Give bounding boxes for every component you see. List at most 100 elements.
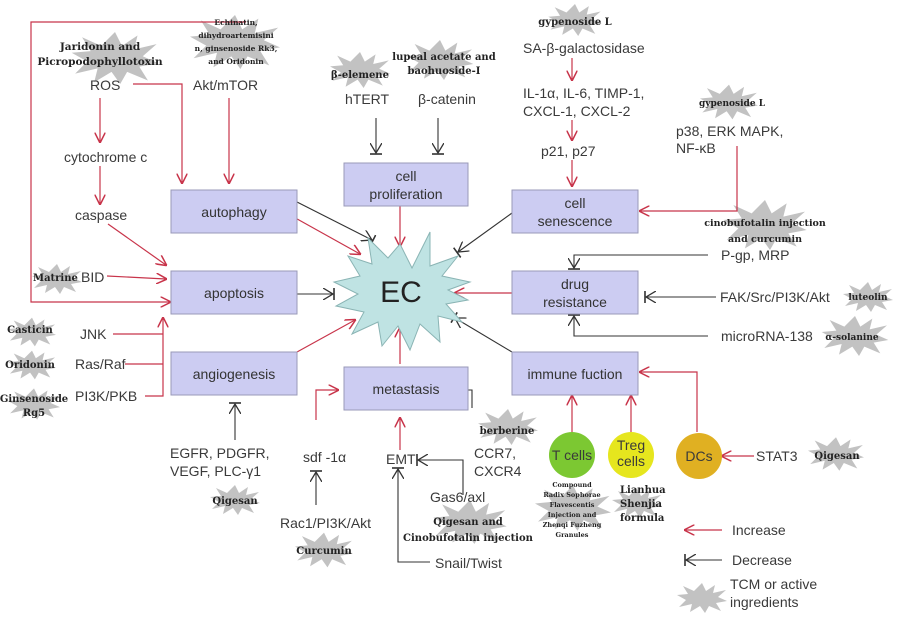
t-cells-label: T cells: [552, 447, 592, 463]
box-cell-proliferation[interactable]: cell proliferation: [343, 162, 469, 207]
mol-cytochrome-c: cytochrome c: [64, 149, 147, 165]
mol-sdf: sdf -1α: [303, 449, 346, 465]
edge-ros-autophagy: [133, 83, 182, 183]
edge-immune-ec: [455, 318, 513, 353]
tcm-alpha-solanine: α-solanine: [825, 333, 878, 343]
mol-pi3k-pkb: PI3K/PKB: [75, 388, 137, 404]
tcm-compound-line5: Zhenqi Fuzheng: [543, 521, 602, 529]
mol-ras-raf: Ras/Raf: [75, 356, 126, 372]
mol-ccr7-line2: CXCR4: [474, 463, 522, 479]
edge-p38-senescence: [640, 146, 738, 211]
node-treg-cells[interactable]: Treg cells: [608, 432, 654, 478]
tcm-lianhua-line3: formula: [620, 513, 665, 524]
mol-akt-mtor: Akt/mTOR: [193, 77, 258, 93]
mol-ccr7-line1: CCR7,: [474, 445, 516, 461]
edge-snail-emt: [398, 469, 430, 563]
tcm-compound-line3: Flavescentis: [550, 501, 595, 509]
edge-pi3k-apoptosis: [145, 318, 163, 397]
mol-gas6-axl: Gas6/axl: [430, 489, 485, 505]
tcm-qigesan-egfr: Qigesan: [212, 496, 258, 507]
mol-emt: EMT: [386, 451, 416, 467]
tcm-echinatin-line1: Echinatin,: [214, 18, 257, 27]
mol-il-line2: CXCL-1, CXCL-2: [523, 103, 631, 119]
mol-caspase: caspase: [75, 207, 127, 223]
mol-p21-p27: p21, p27: [541, 143, 596, 159]
mol-microrna: microRNA-138: [721, 328, 813, 344]
treg-label-line1: Treg: [617, 437, 645, 453]
ec-label: EC: [380, 276, 422, 309]
box-metastasis[interactable]: metastasis: [343, 366, 469, 411]
mol-il-line1: IL-1α, IL-6, TIMP-1,: [523, 85, 644, 101]
box-apoptosis-label: apoptosis: [204, 285, 264, 301]
edge-sdf-metastasis: [315, 390, 338, 420]
box-proliferation-line1: cell: [395, 168, 416, 184]
mol-ros: ROS: [90, 77, 120, 93]
tcm-gypenoside-top: gypenoside L: [538, 17, 611, 28]
box-angiogenesis[interactable]: angiogenesis: [170, 351, 298, 396]
tcm-jaridonin-line1: Jaridonin and: [59, 41, 141, 53]
tcm-ginsenoside-line2: Rg5: [23, 408, 45, 419]
tcm-cinobufotalin-line1: cinobufotalin injection: [704, 218, 826, 229]
mol-fak: FAK/Src/PI3K/Akt: [720, 289, 830, 305]
mol-pgp-mrp: P-gp, MRP: [721, 247, 789, 263]
mol-rac1: Rac1/PI3K/Akt: [280, 515, 371, 531]
tcm-beta-elemene: β-elemene: [331, 70, 389, 81]
legend-tcm-splat-icon: [677, 583, 727, 613]
tcm-casticin: Casticin: [7, 325, 53, 336]
tcm-labels: Jaridonin and Picropodophyllotoxin Echin…: [0, 17, 888, 557]
tcm-berberine: berberine: [480, 426, 535, 437]
tcm-gypenoside-right: gypenoside L: [699, 99, 766, 109]
tcm-curcumin: Curcumin: [296, 546, 352, 557]
tcm-compound-line4: Injection and: [548, 511, 597, 519]
tcm-lianhua-line1: Lianhua: [620, 485, 666, 496]
tcm-matrine: Matrine: [33, 273, 78, 284]
tcm-cinobufotalin-line2: and curcumin: [728, 234, 802, 245]
box-cell-senescence[interactable]: cell senescence: [511, 189, 639, 234]
legend-decrease-label: Decrease: [732, 552, 792, 568]
box-immune-label: immune fuction: [528, 366, 623, 382]
tcm-echinatin-line2: dihydroartemisini: [198, 31, 273, 40]
tcm-compound-line2: Radix Sophorae: [543, 491, 600, 499]
box-drug-resistance[interactable]: drug resistance: [511, 270, 639, 315]
tcm-qigesan-cino-line2: Cinobufotalin injection: [403, 533, 534, 544]
mol-htert: hTERT: [345, 91, 390, 107]
edge-dcs-immune: [640, 372, 698, 432]
box-immune-fuction[interactable]: immune fuction: [511, 351, 639, 396]
connections: [30, 21, 754, 563]
dcs-label: DCs: [685, 448, 712, 464]
tcm-oridonin: Oridonin: [5, 360, 56, 371]
edge-senescence-ec: [458, 212, 513, 252]
mol-sa-gal: SA-β-galactosidase: [523, 40, 645, 56]
mol-p38-line2: NF-κB: [676, 140, 716, 156]
box-senescence-line1: cell: [564, 195, 585, 211]
box-autophagy[interactable]: autophagy: [170, 189, 298, 234]
tcm-jaridonin-line2: Picropodophyllotoxin: [37, 56, 163, 68]
node-dcs[interactable]: DCs: [676, 433, 722, 479]
box-senescence-line2: senescence: [538, 213, 613, 229]
molecule-labels: ROS Akt/mTOR cytochrome c caspase BID JN…: [64, 40, 830, 571]
mol-egfr-line1: EGFR, PDGFR,: [170, 445, 270, 461]
edge-angiogenesis-ec: [296, 320, 355, 353]
box-angiogenesis-label: angiogenesis: [193, 366, 276, 382]
node-t-cells[interactable]: T cells: [549, 432, 595, 478]
mol-jnk: JNK: [80, 326, 107, 342]
box-drugres-line2: resistance: [543, 294, 607, 310]
ec-center-node[interactable]: EC: [332, 231, 472, 352]
tcm-qigesan-cino-line1: Qigesan and: [433, 517, 502, 528]
mol-bid: BID: [81, 269, 104, 285]
tcm-compound-line6: Granules: [556, 531, 589, 539]
ec-star-shape: [332, 231, 472, 352]
tcm-ginsenoside-line1: Ginsenoside: [0, 394, 68, 405]
box-proliferation-line2: proliferation: [369, 186, 442, 202]
box-apoptosis[interactable]: apoptosis: [170, 270, 298, 315]
tcm-lupeal-line2: baohuoside-I: [408, 66, 481, 77]
edge-bid-apoptosis: [106, 276, 166, 279]
legend: Increase Decrease TCM or active ingredie…: [677, 522, 817, 613]
tcm-qigesan-stat3: Qigesan: [814, 451, 860, 462]
edge-autophagy-ec-increase: [289, 214, 360, 254]
mol-egfr-line2: VEGF, PLC-γ1: [170, 463, 261, 479]
edge-autophagy-ec-decrease: [296, 201, 372, 240]
box-drugres-line1: drug: [561, 276, 589, 292]
box-autophagy-label: autophagy: [201, 204, 266, 220]
